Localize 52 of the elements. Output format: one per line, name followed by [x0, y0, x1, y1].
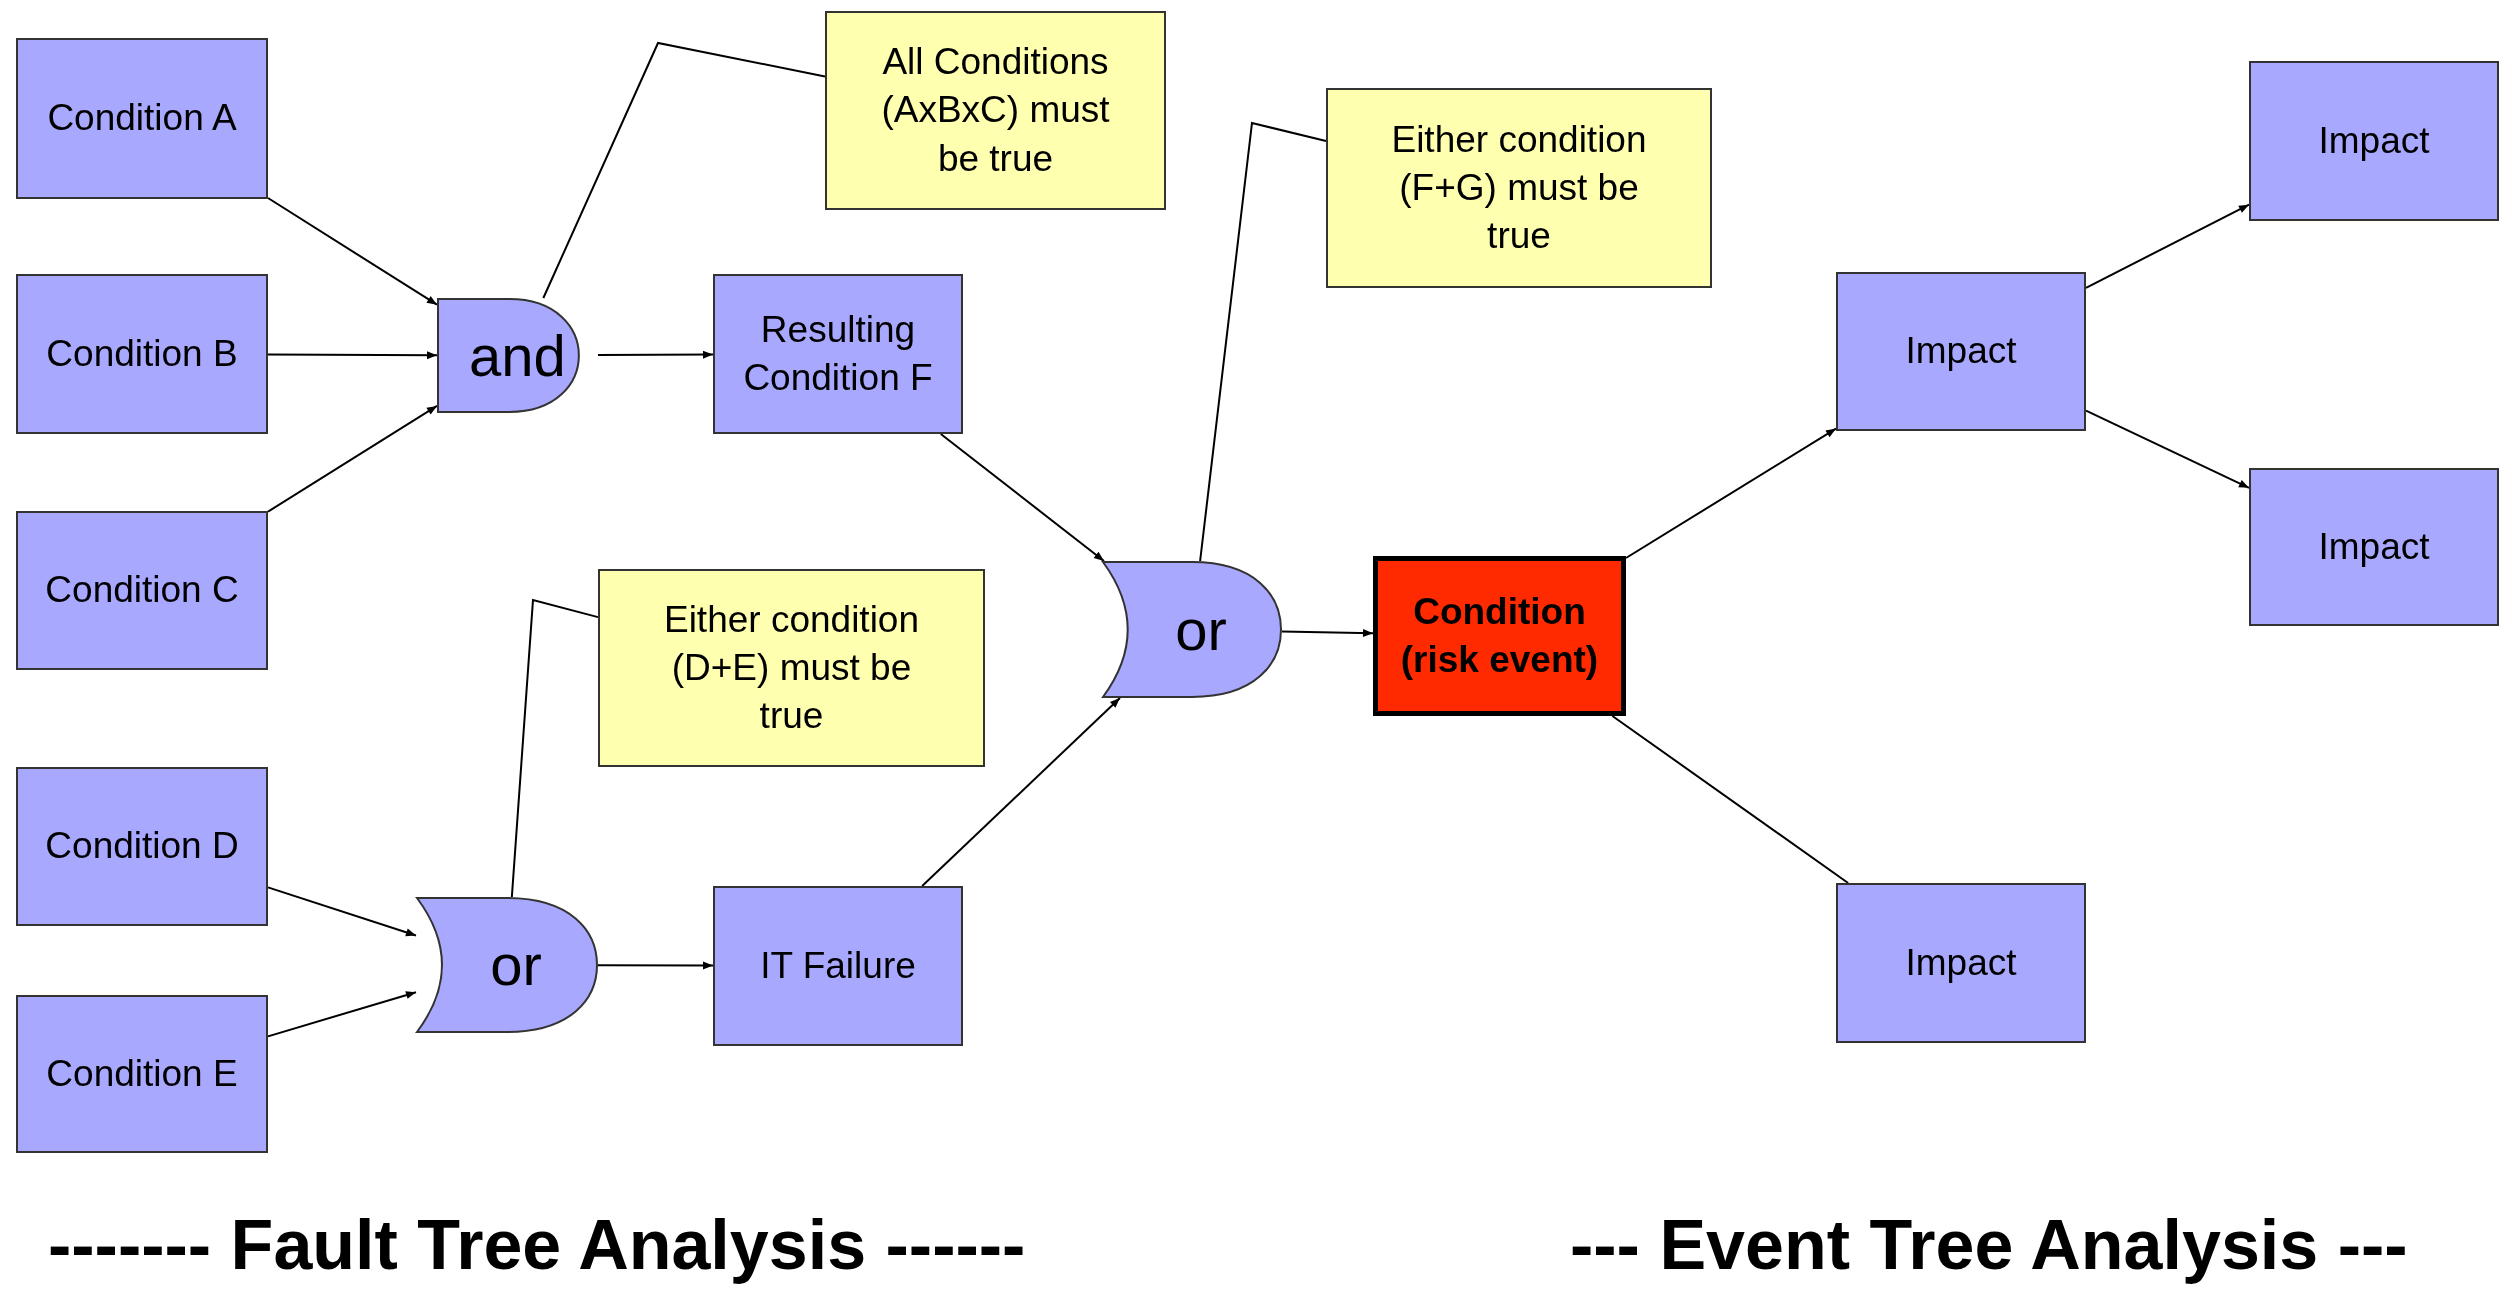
risk-event-box	[1373, 556, 1626, 716]
gate-label: and	[469, 321, 566, 390]
callout-note	[598, 569, 985, 767]
note-text: Either condition (F+G) must be true	[1390, 117, 1648, 259]
node-label: Impact	[2318, 524, 2430, 569]
node-label: Resulting Condition F	[742, 307, 934, 400]
arrow	[939, 433, 1105, 562]
leader-line	[510, 598, 599, 898]
arrow	[267, 991, 417, 1038]
note-text: Either condition (D+E) must be true	[662, 597, 920, 739]
section-title: ------- Fault Tree Analysis ------	[48, 1205, 1026, 1285]
node-label: Condition A	[47, 96, 237, 141]
arrow	[2085, 203, 2250, 289]
condition-box	[1836, 272, 2086, 431]
node-label: Impact	[1905, 329, 2017, 374]
section-title: --- Event Tree Analysis ---	[1570, 1205, 2408, 1285]
arrow	[597, 961, 714, 970]
arrow	[267, 197, 438, 306]
condition-box	[713, 274, 963, 434]
node-label: IT Failure	[760, 943, 916, 988]
callout-note	[825, 11, 1166, 210]
leader-line	[1199, 121, 1327, 562]
node-label: Impact	[2318, 118, 2430, 163]
condition-box	[16, 995, 268, 1153]
condition-box	[1836, 883, 2086, 1043]
gate-label: or	[1174, 595, 1227, 664]
arrow	[1625, 427, 1837, 559]
arrow	[1281, 629, 1374, 638]
node-label: Condition B	[46, 331, 238, 376]
node-label: Condition D	[45, 824, 239, 869]
arrow	[267, 404, 438, 513]
condition-box	[16, 38, 268, 199]
gate-label: or	[489, 931, 542, 1000]
arrow	[267, 886, 417, 937]
condition-box	[2249, 61, 2499, 221]
leader-line	[1611, 715, 1850, 884]
node-label: Impact	[1905, 940, 2017, 985]
condition-box	[16, 274, 268, 434]
arrow	[921, 697, 1121, 887]
node-label: Condition (risk event)	[1399, 589, 1600, 682]
arrow	[2085, 409, 2250, 489]
condition-box	[2249, 468, 2499, 626]
condition-box	[713, 886, 963, 1046]
leader-line	[542, 41, 826, 299]
callout-note	[1326, 88, 1712, 288]
condition-box	[16, 767, 268, 926]
note-text: All Conditions (AxBxC) must be true	[880, 40, 1111, 181]
node-label: Condition C	[45, 568, 239, 613]
node-label: Condition E	[46, 1051, 238, 1096]
condition-box	[16, 511, 268, 670]
arrow	[267, 351, 438, 360]
arrow	[597, 350, 714, 359]
